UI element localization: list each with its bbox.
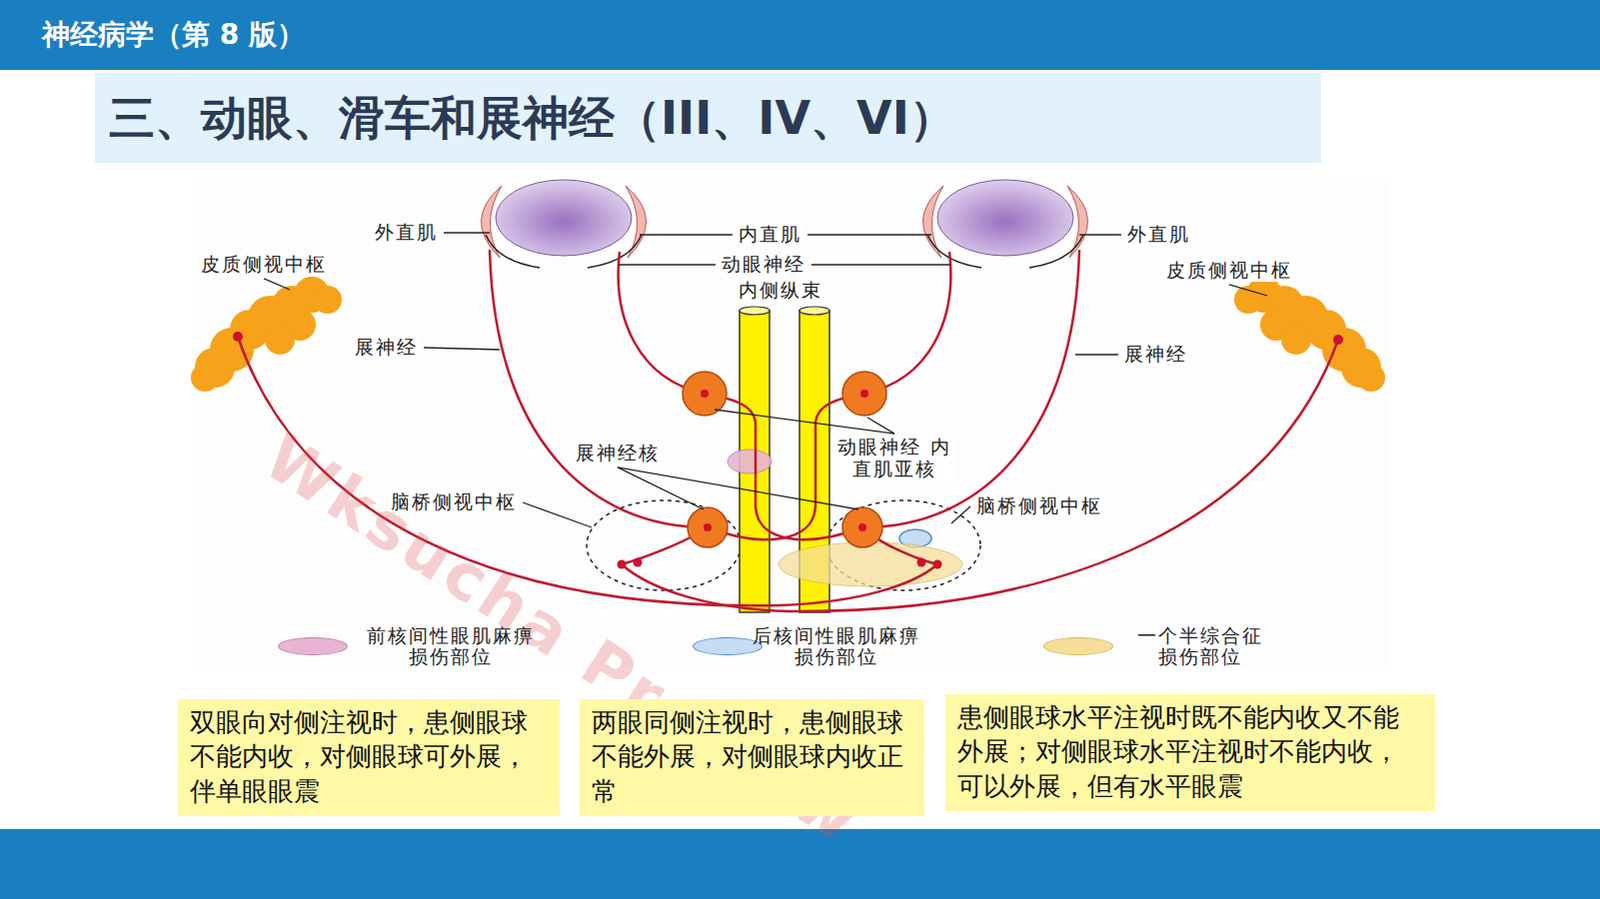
legend-swatch	[277, 637, 348, 656]
legend-text: 一个半综合征 损伤部位	[1125, 625, 1276, 668]
oculomotor-subnucleus	[682, 371, 727, 416]
lateral-rectus	[480, 185, 502, 258]
leader-line	[1079, 233, 1122, 235]
eyeball	[937, 179, 1074, 256]
nerve-label: 展神经	[352, 336, 420, 359]
legend-text: 前核间性眼肌麻痹 损伤部位	[355, 625, 546, 668]
abducens-nerve	[862, 249, 1080, 528]
leader-line	[263, 278, 290, 290]
slide-title: 三、动眼、滑车和展神经（III、IV、VI）	[94, 72, 1322, 163]
leader-line	[522, 502, 592, 528]
cortex-lobe	[313, 285, 342, 314]
lateral-rectus	[1067, 185, 1089, 258]
leader-line	[867, 417, 895, 434]
header-text: 神经病学（第 8 版）	[39, 18, 307, 51]
eye-right	[922, 179, 1088, 268]
footer-bar	[0, 829, 1600, 899]
cortical-fiber	[621, 339, 1339, 612]
abducens-nucleus	[687, 507, 728, 548]
cortex-left	[190, 276, 342, 392]
legend-text: 后核间性眼肌麻痹 损伤部位	[741, 625, 932, 668]
legend-swatch	[692, 637, 763, 656]
nerve-label: 展神经	[1122, 343, 1190, 366]
pprf-fiber	[621, 532, 700, 565]
neuron-dot	[633, 558, 643, 568]
cortex-right	[1234, 276, 1386, 392]
nucleus-label: 展神经核	[573, 442, 662, 465]
mlf-bar-top	[739, 306, 770, 315]
muscle-label: 外直肌	[1125, 223, 1193, 246]
leader-line	[811, 263, 951, 265]
medial-rectus	[625, 185, 647, 258]
oculomotor-subnucleus	[842, 371, 887, 416]
neuron-dot	[703, 523, 712, 532]
explanation-box: 两眼同侧注视时，患侧眼球不能外展，对侧眼球内收正常	[579, 699, 925, 817]
medial-rectus	[922, 185, 944, 258]
neuron-dot	[617, 560, 627, 570]
neuron-dot	[917, 558, 927, 568]
leader-line	[951, 506, 971, 524]
neuron-dot	[232, 331, 243, 342]
eyeball	[495, 179, 632, 256]
muscle-label: 内直肌	[736, 223, 804, 246]
pprf-region	[586, 500, 741, 591]
leader-line	[1229, 284, 1268, 296]
oculomotor-nerve	[864, 251, 951, 394]
title-band: 三、动眼、滑车和展神经（III、IV、VI）	[94, 72, 1322, 163]
leader-line	[443, 231, 490, 233]
leader-line	[807, 233, 932, 235]
nerve-label: 动眼神经	[719, 253, 808, 276]
pprf-label: 脑桥侧视中枢	[974, 495, 1105, 518]
one-and-half-lesion	[778, 542, 963, 587]
neuron-dot	[1333, 334, 1344, 345]
box-text: 两眼同侧注视时，患侧眼球不能外展，对侧眼球内收正常	[591, 705, 913, 809]
abducens-nucleus	[842, 507, 883, 548]
box-text: 双眼向对侧注视时，患侧眼球不能内收，对侧眼球可外展，伴单眼眼震	[189, 705, 548, 809]
box-text: 患侧眼球水平注视时既不能内收又不能外展；对侧眼球水平注视时不能内收，可以外展，但…	[957, 700, 1424, 804]
neuron-dot	[933, 560, 943, 570]
nucleus-label: 动眼神经 内直肌亚核	[832, 436, 957, 481]
leader-line	[1075, 353, 1119, 355]
leader-line	[618, 263, 716, 265]
mlf-bar-top	[799, 306, 830, 315]
cortex-lobe	[1281, 324, 1312, 355]
legend-swatch	[1043, 637, 1114, 656]
cortex-lobe	[264, 324, 295, 355]
cortex-label: 皮质侧视中枢	[198, 253, 329, 276]
neuron-dot	[858, 523, 867, 532]
leader-line	[617, 467, 704, 510]
neuron-dot	[860, 389, 869, 398]
explanation-box: 双眼向对侧注视时，患侧眼球不能内收，对侧眼球可外展，伴单眼眼震	[177, 699, 560, 817]
abducens-nerve	[489, 249, 708, 528]
anterior-ino-lesion	[727, 449, 772, 474]
eye-left	[480, 179, 646, 268]
muscle-label: 外直肌	[372, 221, 440, 244]
explanation-box: 患侧眼球水平注视时既不能内收又不能外展；对侧眼球水平注视时不能内收，可以外展，但…	[945, 694, 1436, 812]
tract-label: 内侧纵束	[736, 279, 825, 302]
leader-line	[423, 347, 500, 350]
leader-line	[639, 233, 733, 235]
diagram-panel	[191, 181, 1390, 668]
leader-line	[714, 409, 895, 434]
neuron-dot	[700, 389, 709, 398]
cortex-label: 皮质侧视中枢	[1164, 259, 1295, 282]
oculomotor-nerve	[618, 251, 705, 394]
leader-line	[617, 467, 859, 510]
